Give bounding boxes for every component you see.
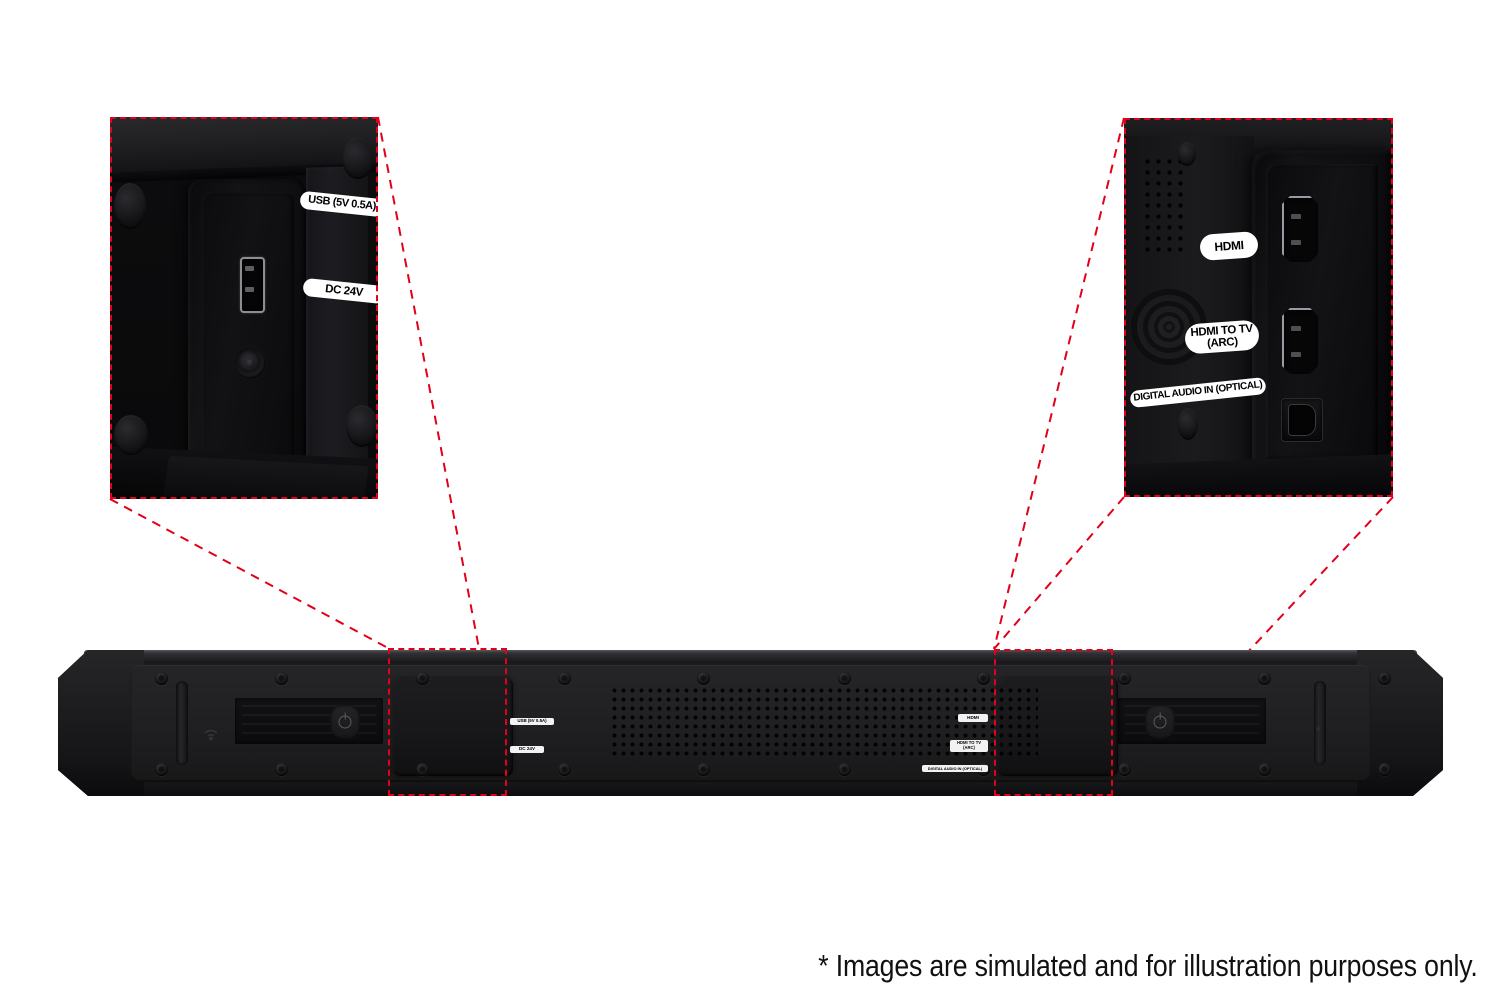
rubber-foot (176, 681, 188, 765)
screw (1258, 763, 1271, 776)
label-hdmi-arc-line2: (ARC) (1206, 335, 1239, 351)
label-hdmi: HDMI (1199, 231, 1259, 261)
power-icon (1145, 705, 1175, 739)
screw (838, 763, 851, 776)
rubber-foot (1314, 681, 1326, 765)
screw-boss-icon (1178, 408, 1198, 440)
power-icon (330, 705, 360, 739)
screw-boss-icon (342, 137, 374, 179)
pairing-icon (198, 716, 224, 742)
screw-boss-icon (114, 183, 146, 229)
screw (416, 672, 429, 685)
detail-left-side-wall (306, 166, 368, 498)
disclaimer-caption: * Images are simulated and for illustrat… (818, 948, 1478, 983)
screw (275, 672, 288, 685)
rating-label-left (235, 698, 383, 744)
detail-left-recess-inner (202, 192, 294, 457)
rating-label-right (1118, 698, 1266, 744)
screw (155, 763, 168, 776)
detail-panel-left-connections: USB (5V 0.5A) DC 24V (110, 117, 378, 499)
soundbar-left-endcap (58, 650, 144, 796)
bar-label-hdmi-arc: HDMI TO TV (ARC) (950, 740, 988, 752)
label-hdmi-arc: HDMI TO TV (ARC) (1184, 319, 1260, 355)
screw (1118, 763, 1131, 776)
vent-grille (1142, 156, 1186, 254)
screw (697, 763, 710, 776)
screw-boss-icon (1178, 142, 1196, 166)
left-connector-subpanel (393, 678, 513, 776)
bar-label-hdmi-arc-line2: (ARC) (963, 745, 975, 750)
hdmi-arc-port (1282, 308, 1318, 374)
soundbar-right-endcap (1357, 650, 1443, 796)
screw (838, 672, 851, 685)
bar-label-usb: USB (5V 0.5A) (510, 718, 554, 725)
optical-toslink-port (1281, 398, 1323, 442)
screw (558, 672, 571, 685)
detail-panel-right-connections: HDMI HDMI TO TV (ARC) DIGITAL AUDIO IN (… (1124, 118, 1393, 497)
screw (1378, 672, 1391, 685)
screw-boss-icon (114, 415, 148, 455)
screw (1118, 672, 1131, 685)
soundbar-rear-view: USB (5V 0.5A) DC 24V HDMI HDMI TO TV (AR… (58, 650, 1443, 796)
screw (697, 672, 710, 685)
soundbar-top-lip (84, 650, 1417, 663)
screw (275, 763, 288, 776)
bar-label-optical: DIGITAL AUDIO IN (OPTICAL) (922, 765, 988, 772)
screw-boss-icon (346, 405, 378, 447)
bar-label-dc: DC 24V (510, 746, 544, 753)
screw (977, 672, 990, 685)
screw (155, 672, 168, 685)
bar-label-hdmi-arc-line1: HDMI TO TV (956, 740, 982, 746)
screw (1258, 672, 1271, 685)
pairing-icon (1305, 716, 1331, 742)
hdmi-port (1282, 196, 1318, 262)
usb-port (240, 257, 265, 313)
dc-power-jack (234, 347, 266, 379)
screw (416, 763, 429, 776)
screw (558, 763, 571, 776)
bar-label-hdmi: HDMI (958, 714, 988, 722)
screw (1378, 763, 1391, 776)
